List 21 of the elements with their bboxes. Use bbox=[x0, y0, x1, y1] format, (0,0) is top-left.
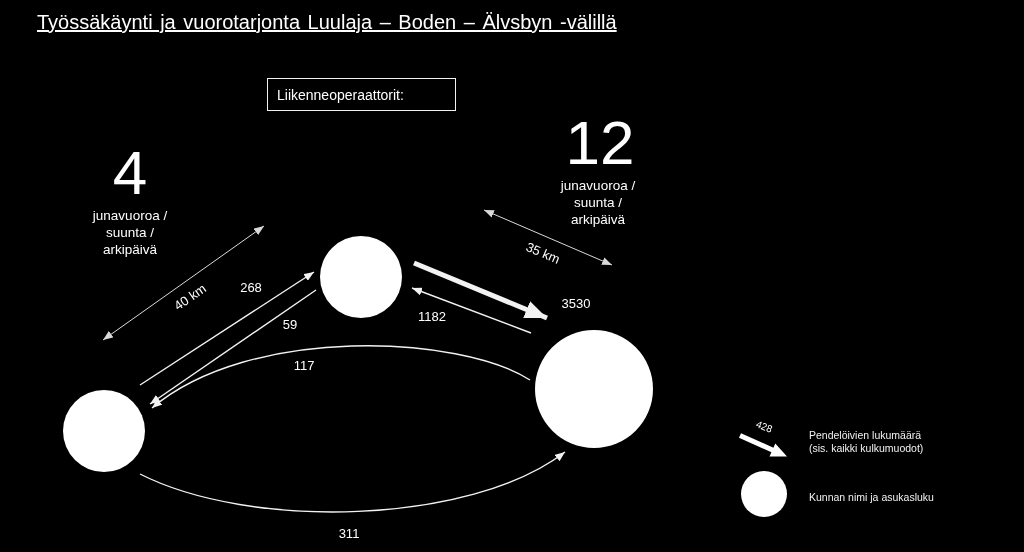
legend-text: Pendelöivien lukumäärä (sis. kaikki kulkumuodot) bbox=[809, 429, 925, 455]
count-number: 12 bbox=[565, 112, 635, 174]
arrow bbox=[411, 287, 532, 334]
curved-arrow bbox=[151, 345, 531, 409]
circle-node bbox=[63, 390, 145, 472]
circle-node bbox=[535, 330, 653, 448]
title: Työssäkäynti ja vuorotarjonta Luulaja – Boden – Älvsbyn -välillä bbox=[37, 10, 617, 34]
arrow bbox=[139, 271, 315, 386]
box-heading: Liikenneoperaattorit: bbox=[277, 87, 404, 104]
arrow bbox=[149, 289, 317, 405]
distance-label: 35 km bbox=[523, 239, 563, 267]
count-number: 4 bbox=[112, 142, 148, 204]
info-box bbox=[267, 78, 456, 111]
caption-text: junavuoroa / suunta / arkipäivä bbox=[91, 207, 169, 258]
circle-node bbox=[320, 236, 402, 318]
distance-label: 40 km bbox=[171, 280, 209, 314]
curved-arrow bbox=[139, 451, 566, 513]
legend-text: Kunnan nimi ja asukasluku bbox=[809, 491, 935, 504]
thick-arrow bbox=[413, 260, 548, 321]
sample-value: 428 bbox=[754, 418, 774, 436]
caption-text: junavuoroa / suunta / arkipäivä bbox=[559, 177, 637, 228]
